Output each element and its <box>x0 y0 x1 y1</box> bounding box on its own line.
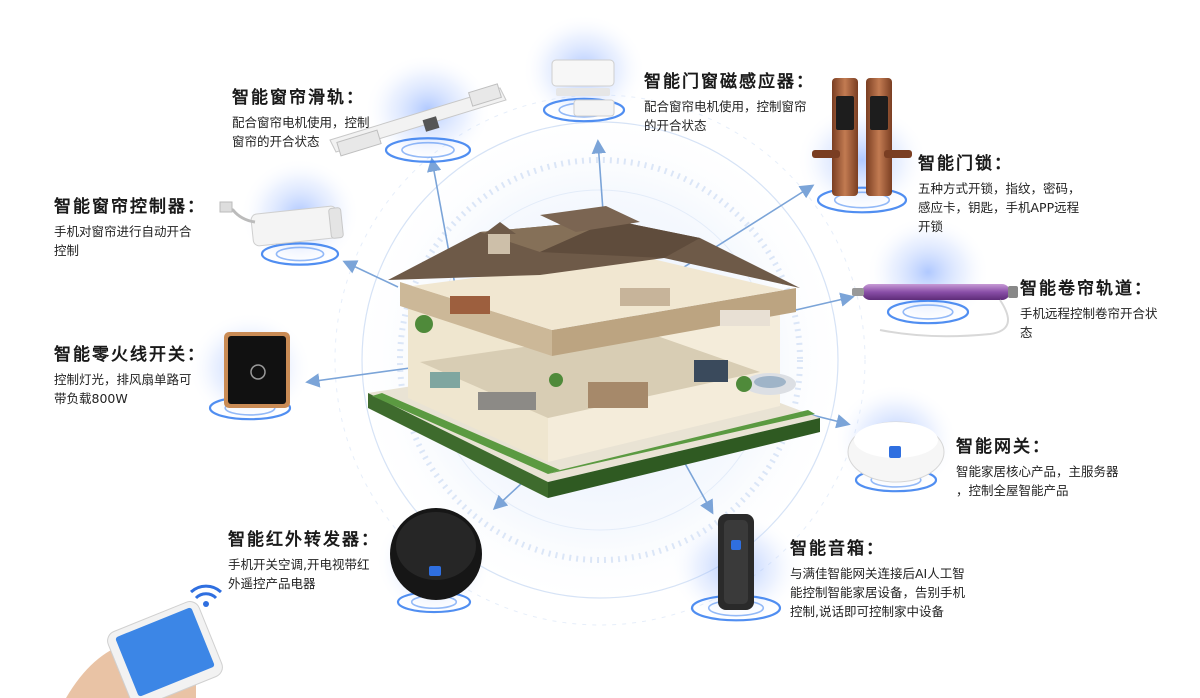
label-curtain-rail: 智能窗帘滑轨： 配合窗帘电机使用，控制 窗帘的开合状态 <box>232 87 492 151</box>
roller-tube-icon <box>852 284 1018 338</box>
label-desc: 智能家居核心产品，主服务器 ，控制全屋智能产品 <box>956 464 1119 498</box>
gateway-icon <box>847 421 945 483</box>
label-curtain-controller: 智能窗帘控制器： 手机对窗帘进行自动开合 控制 <box>54 196 314 260</box>
label-title: 智能网关： <box>956 437 1051 457</box>
label-desc: 控制灯光，排风扇单路可 带负载800W <box>54 372 192 406</box>
wall-switch-icon <box>224 332 290 408</box>
label-roller-track: 智能卷帘轨道： 手机远程控制卷帘开合状 态 <box>1020 278 1190 342</box>
label-desc: 配合窗帘电机使用，控制 窗帘的开合状态 <box>232 115 370 149</box>
label-door-lock: 智能门锁： 五种方式开锁，指纹，密码， 感应卡，钥匙，手机APP远程 开锁 <box>918 153 1178 236</box>
label-switch: 智能零火线开关： 控制灯光，排风扇单路可 带负载800W <box>54 344 314 408</box>
base-ring-door-lock <box>816 186 908 214</box>
label-desc: 手机开关空调,开电视带红 外遥控产品电器 <box>228 557 370 591</box>
ir-blaster-icon <box>390 508 482 600</box>
arrow-curtain-controller <box>342 260 399 288</box>
base-ring-roller-track <box>886 299 970 325</box>
speaker-icon <box>718 514 754 610</box>
label-desc: 配合窗帘电机使用，控制窗帘 的开合状态 <box>644 99 807 133</box>
base-ring-curtain-rail <box>401 141 455 159</box>
curtain-motor-icon <box>219 201 344 247</box>
glow-door-lock <box>796 104 928 216</box>
door-sensor-icon <box>551 59 615 117</box>
base-ring-curtain-controller <box>260 242 340 266</box>
base-ring-roller-track <box>902 304 954 320</box>
label-title: 智能门窗磁感应器： <box>644 72 815 92</box>
base-ring-door-sensor <box>542 97 626 123</box>
label-title: 智能红外转发器： <box>228 530 380 550</box>
label-desc: 与满佳智能网关连接后AI人工智 能控制智能家居设备，告别手机 控制,说话即可控制… <box>790 566 966 619</box>
label-desc: 手机对窗帘进行自动开合 控制 <box>54 224 192 258</box>
door-lock-icon <box>812 78 912 196</box>
label-title: 智能零火线开关： <box>54 345 206 365</box>
label-title: 智能门锁： <box>918 154 1013 174</box>
label-title: 智能窗帘控制器： <box>54 197 206 217</box>
base-ring-curtain-rail <box>384 137 472 163</box>
base-ring-curtain-controller <box>275 246 325 262</box>
curtain-rail-icon <box>329 83 507 157</box>
label-desc: 手机远程控制卷帘开合状 态 <box>1020 306 1158 340</box>
phone-in-hand-icon <box>66 584 223 698</box>
base-ring-door-lock <box>833 191 891 209</box>
label-title: 智能窗帘滑轨： <box>232 88 365 108</box>
house-illustration <box>368 206 820 498</box>
label-title: 智能音箱： <box>790 539 885 559</box>
label-door-sensor: 智能门窗磁感应器： 配合窗帘电机使用，控制窗帘 的开合状态 <box>644 71 904 135</box>
label-speaker: 智能音箱： 与满佳智能网关连接后AI人工智 能控制智能家居设备，告别手机 控制,… <box>790 538 1030 621</box>
label-ir-blaster: 智能红外转发器： 手机开关空调,开电视带红 外遥控产品电器 <box>228 529 488 593</box>
label-desc: 五种方式开锁，指纹，密码， 感应卡，钥匙，手机APP远程 开锁 <box>918 181 1081 234</box>
label-gateway: 智能网关： 智能家居核心产品，主服务器 ，控制全屋智能产品 <box>956 436 1186 500</box>
label-title: 智能卷帘轨道： <box>1020 279 1153 299</box>
arrow-switch <box>305 367 411 388</box>
